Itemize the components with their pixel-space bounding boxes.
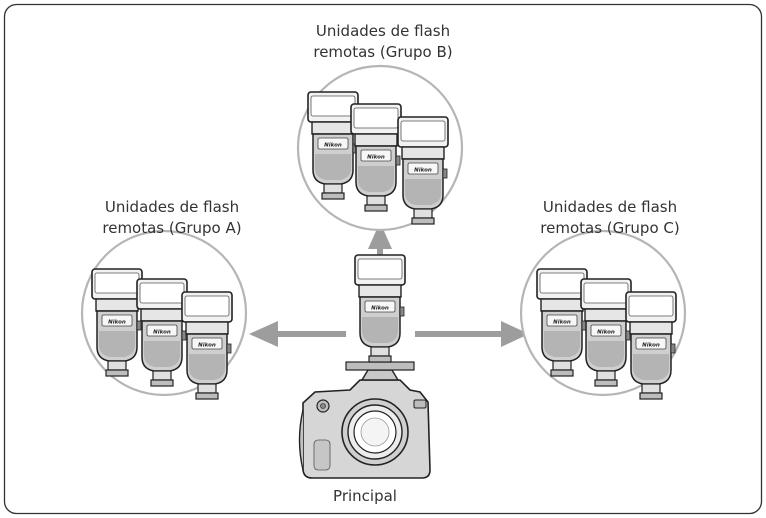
main-flash — [354, 254, 406, 363]
group-a-label: Unidades de flash remotas (Grupo A) — [72, 197, 272, 239]
group-c-label: Unidades de flash remotas (Grupo C) — [510, 197, 710, 239]
group-b-label: Unidades de flash remotas (Grupo B) — [283, 21, 483, 63]
group-c-label-line2: remotas (Grupo C) — [540, 219, 680, 237]
group-b-label-line2: remotas (Grupo B) — [313, 43, 453, 61]
camera-body — [298, 361, 431, 479]
main-label: Principal — [333, 487, 397, 505]
group-a-label-line1: Unidades de flash — [104, 198, 240, 216]
arrow-left — [249, 321, 346, 347]
arrow-right — [415, 321, 529, 347]
group-a-label-line2: remotas (Grupo A) — [102, 219, 242, 237]
frame-border — [3, 3, 763, 515]
group-b-label-line1: Unidades de flash — [315, 22, 451, 40]
group-c-label-line1: Unidades de flash — [542, 198, 678, 216]
